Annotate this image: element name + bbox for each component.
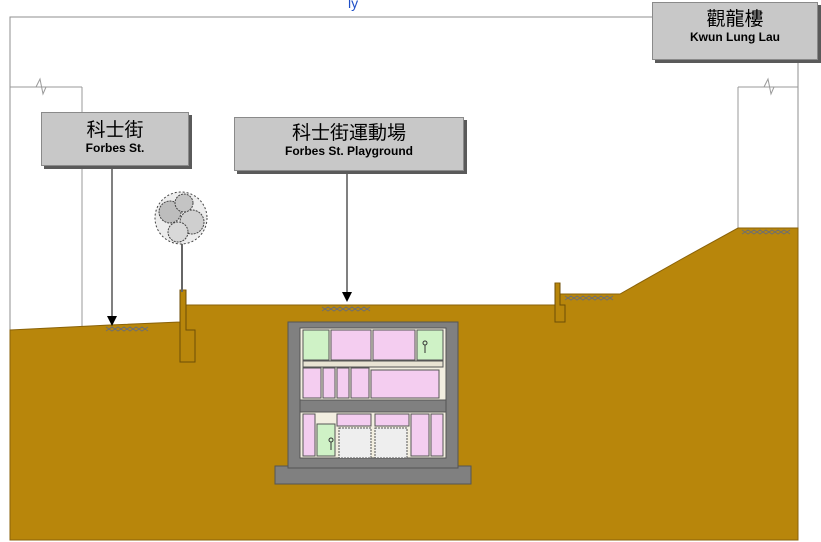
- label-forbes-street-zh: 科士街: [86, 119, 144, 141]
- base-slab: [274, 465, 472, 485]
- label-forbes-street-en: Forbes St.: [85, 141, 145, 155]
- stair-band: [302, 360, 444, 368]
- label-forbes-playground-zh: 科士街運動場: [291, 122, 406, 144]
- tank-left: [338, 427, 372, 459]
- retaining-wall-right: [554, 283, 566, 323]
- retaining-wall-left: [179, 290, 196, 363]
- right-building-outline: [737, 77, 798, 228]
- room-green: [316, 423, 336, 457]
- label-kwun-lung-lau-en: Kwun Lung Lau: [690, 30, 780, 44]
- tree-icon: [154, 191, 208, 292]
- room-green: [302, 329, 330, 361]
- label-forbes-playground: 科士街運動場 Forbes St. Playground: [234, 117, 464, 171]
- leader-forbes-st: [107, 166, 117, 326]
- paving-hatch: [105, 229, 791, 332]
- underground-structure: [274, 321, 472, 485]
- room-pink: [330, 329, 372, 361]
- label-forbes-street: 科士街 Forbes St.: [41, 112, 189, 166]
- top-cropped-text: ly: [348, 0, 358, 11]
- leader-playground: [342, 171, 352, 302]
- label-kwun-lung-lau: 觀龍樓 Kwun Lung Lau: [652, 2, 818, 60]
- mid-slab: [299, 399, 447, 413]
- down-arrow-icon: [107, 316, 117, 326]
- label-kwun-lung-lau-zh: 觀龍樓: [706, 8, 764, 30]
- down-arrow-icon: [342, 292, 352, 302]
- room-green: [416, 329, 444, 361]
- label-forbes-playground-en: Forbes St. Playground: [284, 144, 413, 158]
- tank-right: [374, 427, 408, 459]
- room-pink: [372, 329, 416, 361]
